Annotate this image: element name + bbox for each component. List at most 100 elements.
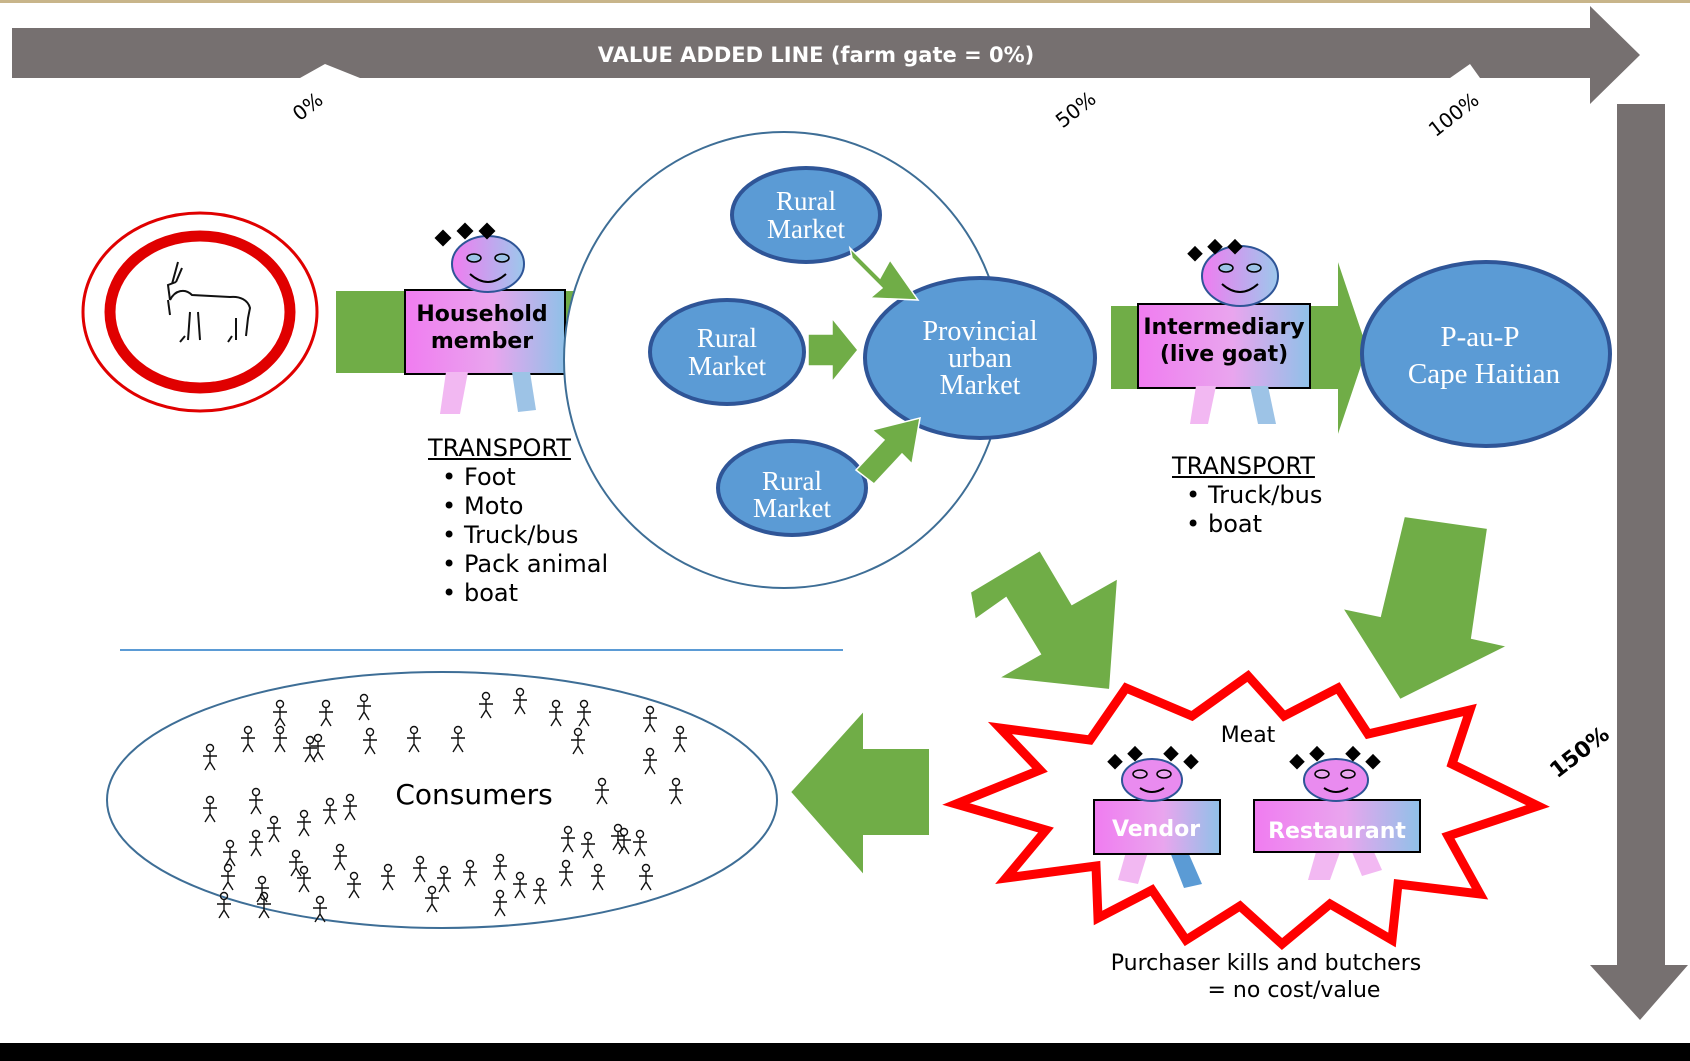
rural-market-bottom <box>716 439 868 537</box>
stick-person-icon <box>297 809 311 837</box>
marker-0pct: 0% <box>288 87 328 125</box>
marker-150pct: 150% <box>1546 722 1615 784</box>
stick-person-icon <box>257 891 271 919</box>
rural-market-mid <box>648 298 806 406</box>
goat-icon <box>166 261 252 343</box>
value-line-title: VALUE ADDED LINE (farm gate = 0%) <box>598 43 1034 67</box>
stick-person-icon <box>313 895 327 923</box>
stick-person-icon <box>549 699 563 727</box>
stick-person-icon <box>425 885 439 913</box>
arrow-city-to-meat <box>1339 514 1511 702</box>
stick-person-icon <box>203 743 217 771</box>
vendor-figure <box>1093 745 1221 888</box>
transport-left-item: Pack animal <box>442 550 608 579</box>
stick-person-icon <box>493 889 507 917</box>
rural-market-mid-line1: Rural <box>697 323 757 353</box>
provincial-market <box>863 276 1097 440</box>
transport-right-item: boat <box>1186 510 1322 539</box>
stick-person-icon <box>413 855 427 883</box>
stick-person-icon <box>571 727 585 755</box>
meat-starburst <box>942 670 1550 950</box>
rural-market-mid-line2: Market <box>688 351 766 381</box>
household-label-line2: member <box>431 329 533 354</box>
stick-person-icon <box>249 787 263 815</box>
stick-person-icon <box>581 831 595 859</box>
rural-market-top-line2: Market <box>767 214 845 244</box>
consumers-label: Consumers <box>395 778 552 811</box>
stick-person-icon <box>255 875 269 903</box>
stick-person-icon <box>633 829 647 857</box>
stick-person-icon <box>479 691 493 719</box>
stick-person-icon <box>319 699 333 727</box>
stick-person-icon <box>249 829 263 857</box>
stick-person-icon <box>289 849 303 877</box>
stick-person-icon <box>591 863 605 891</box>
stick-person-icon <box>533 877 547 905</box>
restaurant-label: Restaurant <box>1268 819 1406 844</box>
goat-producer <box>81 211 319 413</box>
intermediary-label-line1: Intermediary <box>1143 315 1304 340</box>
meat-note-line2: = no cost/value <box>1208 978 1381 1003</box>
stick-person-icon <box>311 733 325 761</box>
restaurant-figure <box>1253 745 1421 880</box>
stick-person-icon <box>407 725 421 753</box>
stick-person-icon <box>561 825 575 853</box>
stick-person-icon <box>323 797 337 825</box>
transport-list-left: TRANSPORT Foot Moto Truck/bus Pack anima… <box>428 434 608 608</box>
stick-person-icon <box>221 863 235 891</box>
stick-person-icon <box>223 839 237 867</box>
provincial-line1: Provincial <box>922 316 1037 347</box>
stick-person-icon <box>347 871 361 899</box>
stick-person-icon <box>297 865 311 893</box>
stick-person-icon <box>577 699 591 727</box>
marker-50pct: 50% <box>1051 86 1101 132</box>
consumers-ellipse <box>106 671 778 929</box>
transport-left-item: Truck/bus <box>442 521 608 550</box>
arrow-rural-bottom-to-provincial <box>854 416 921 486</box>
city-market <box>1360 260 1612 448</box>
rural-market-bottom-line1: Rural <box>762 466 822 496</box>
stick-person-icon <box>493 853 507 881</box>
stick-person-icon <box>241 725 255 753</box>
stick-person-icon <box>437 865 451 893</box>
stick-person-icon <box>673 725 687 753</box>
transport-left-item: Foot <box>442 463 608 492</box>
stick-person-icon <box>203 795 217 823</box>
stick-person-icon <box>357 693 371 721</box>
stick-person-icon <box>643 747 657 775</box>
arrow-provincial-to-meat <box>968 548 1120 692</box>
stick-person-icon <box>595 777 609 805</box>
household-label-line1: Household <box>416 302 547 327</box>
intermediary-label-line2: (live goat) <box>1160 342 1288 367</box>
marker-100pct: 100% <box>1424 87 1484 141</box>
value-vertical-arrow <box>1590 104 1688 1020</box>
city-line1: P-au-P <box>1441 321 1520 353</box>
arrow-rural-top-to-provincial <box>848 245 920 301</box>
transport-right-heading: TRANSPORT <box>1172 452 1315 480</box>
stick-person-icon <box>343 793 357 821</box>
vendor-label: Vendor <box>1112 817 1200 842</box>
stick-person-icon <box>217 891 231 919</box>
stick-person-icon <box>333 843 347 871</box>
transport-left-item: Moto <box>442 492 608 521</box>
intermediary-figure <box>1137 238 1311 424</box>
stick-person-icon <box>611 823 625 851</box>
stick-person-icon <box>273 725 287 753</box>
stick-person-icon <box>273 699 287 727</box>
transport-left-heading: TRANSPORT <box>428 434 571 462</box>
transport-right-item: Truck/bus <box>1186 481 1322 510</box>
value-added-arrow <box>12 6 1640 104</box>
stick-person-icon <box>381 863 395 891</box>
stick-person-icon <box>451 725 465 753</box>
stick-person-icon <box>643 705 657 733</box>
bottom-band <box>0 1043 1690 1061</box>
stick-person-icon <box>639 863 653 891</box>
stick-person-icon <box>267 815 281 843</box>
transport-list-right: TRANSPORT Truck/bus boat <box>1172 452 1322 539</box>
stick-person-icon <box>617 827 631 855</box>
rural-market-bottom-line2: Market <box>753 493 831 523</box>
stick-person-icon <box>513 871 527 899</box>
arrow-rural-mid-to-provincial <box>807 315 859 385</box>
provincial-line2: urban <box>948 343 1012 374</box>
